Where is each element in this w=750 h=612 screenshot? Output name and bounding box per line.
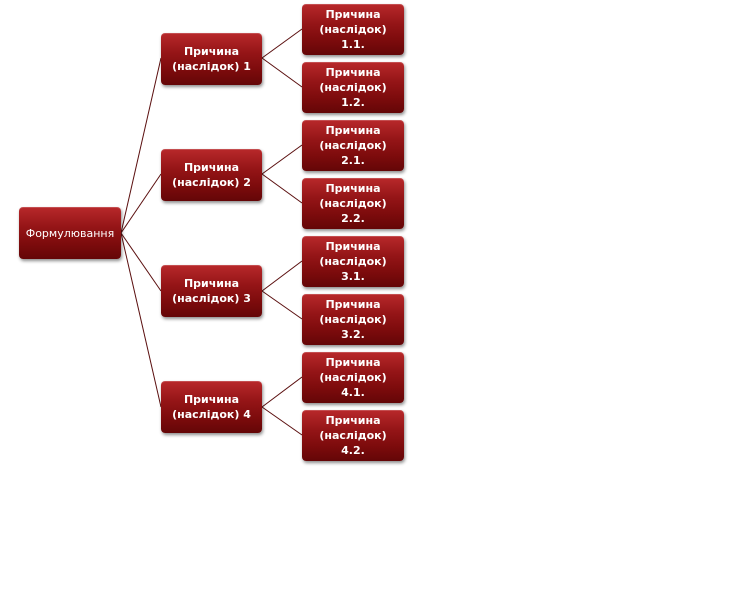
connector-root-cause-2: [120, 173, 162, 234]
cause-node-4-1: Причина (наслідок) 4.1.: [302, 352, 404, 403]
connector-cause-3-child-2: [261, 290, 303, 320]
cause-node-4-2-label: Причина (наслідок) 4.2.: [319, 414, 387, 457]
connector-cause-1-child-1: [261, 28, 303, 59]
cause-node-2-2-label: Причина (наслідок) 2.2.: [319, 182, 387, 225]
connector-cause-1-child-2: [261, 57, 303, 88]
cause-node-2-label: Причина (наслідок) 2: [172, 161, 251, 189]
connector-cause-2-child-1: [261, 144, 303, 175]
cause-node-3-1-label: Причина (наслідок) 3.1.: [319, 240, 387, 283]
cause-node-3: Причина (наслідок) 3: [161, 265, 262, 317]
cause-node-1-2: Причина (наслідок) 1.2.: [302, 62, 404, 113]
connector-root-cause-4: [120, 232, 162, 408]
connector-root-cause-3: [120, 232, 162, 292]
cause-node-3-1: Причина (наслідок) 3.1.: [302, 236, 404, 287]
cause-node-3-2: Причина (наслідок) 3.2.: [302, 294, 404, 345]
cause-node-2: Причина (наслідок) 2: [161, 149, 262, 201]
cause-node-1-1-label: Причина (наслідок) 1.1.: [319, 8, 387, 51]
cause-node-1-1: Причина (наслідок) 1.1.: [302, 4, 404, 55]
connector-cause-4-child-2: [261, 406, 303, 436]
cause-node-3-label: Причина (наслідок) 3: [172, 277, 251, 305]
cause-node-1-2-label: Причина (наслідок) 1.2.: [319, 66, 387, 109]
root-node-label: Формулювання: [25, 226, 115, 240]
cause-node-2-1-label: Причина (наслідок) 2.1.: [319, 124, 387, 167]
connector-cause-4-child-1: [261, 376, 303, 408]
cause-node-1-label: Причина (наслідок) 1: [172, 45, 251, 73]
cause-node-4-label: Причина (наслідок) 4: [172, 393, 251, 421]
root-node: Формулювання: [19, 207, 121, 259]
cause-node-4: Причина (наслідок) 4: [161, 381, 262, 433]
cause-node-4-2: Причина (наслідок) 4.2.: [302, 410, 404, 461]
cause-node-2-2: Причина (наслідок) 2.2.: [302, 178, 404, 229]
cause-node-4-1-label: Причина (наслідок) 4.1.: [319, 356, 387, 399]
cause-node-3-2-label: Причина (наслідок) 3.2.: [319, 298, 387, 341]
connector-cause-3-child-1: [261, 260, 303, 292]
cause-node-1: Причина (наслідок) 1: [161, 33, 262, 85]
cause-node-2-1: Причина (наслідок) 2.1.: [302, 120, 404, 171]
connector-cause-2-child-2: [261, 173, 303, 204]
connector-root-cause-1: [120, 57, 162, 234]
